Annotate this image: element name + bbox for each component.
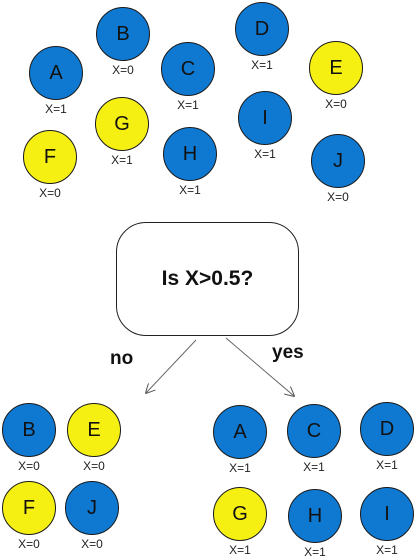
node-circle: H xyxy=(163,127,217,181)
node-x-value: X=1 xyxy=(376,458,398,472)
node-x-value: X=1 xyxy=(251,58,273,72)
node-circle: C xyxy=(161,42,215,96)
node-circle: I xyxy=(238,91,292,145)
node-circle: A xyxy=(213,405,267,459)
node-circle: E xyxy=(67,403,121,457)
node-x-value: X=1 xyxy=(45,102,67,116)
branch-label-no: no xyxy=(110,348,134,369)
question-box: Is X>0.5? xyxy=(116,222,299,336)
node-x-value: X=1 xyxy=(229,461,251,475)
arrow-no xyxy=(146,339,197,393)
node-circle: J xyxy=(311,134,365,188)
node-x-value: X=1 xyxy=(376,543,398,557)
node-x-value: X=0 xyxy=(325,97,347,111)
node-circle: E xyxy=(309,41,363,95)
node-x-value: X=1 xyxy=(111,153,133,167)
node-x-value: X=1 xyxy=(304,545,326,559)
node-x-value: X=1 xyxy=(179,183,201,197)
node-circle: B xyxy=(96,7,150,61)
node-circle: B xyxy=(2,403,56,457)
node-x-value: X=0 xyxy=(81,537,103,551)
node-x-value: X=0 xyxy=(83,459,105,473)
node-x-value: X=0 xyxy=(327,190,349,204)
node-x-value: X=1 xyxy=(254,147,276,161)
node-circle: F xyxy=(2,481,56,535)
node-x-value: X=0 xyxy=(112,63,134,77)
node-x-value: X=0 xyxy=(18,459,40,473)
node-circle: G xyxy=(213,487,267,541)
node-x-value: X=0 xyxy=(39,186,61,200)
node-circle: D xyxy=(360,402,414,456)
node-circle: D xyxy=(235,2,289,56)
node-circle: J xyxy=(65,481,119,535)
node-circle: C xyxy=(287,404,341,458)
node-circle: A xyxy=(29,46,83,100)
node-circle: F xyxy=(23,130,77,184)
node-circle: H xyxy=(288,489,342,543)
node-x-value: X=1 xyxy=(229,543,251,557)
node-x-value: X=1 xyxy=(177,98,199,112)
node-circle: I xyxy=(360,487,414,541)
node-x-value: X=0 xyxy=(18,537,40,551)
arrow-yes xyxy=(225,337,294,396)
node-circle: G xyxy=(95,97,149,151)
node-x-value: X=1 xyxy=(303,460,325,474)
branch-label-yes: yes xyxy=(272,342,304,363)
